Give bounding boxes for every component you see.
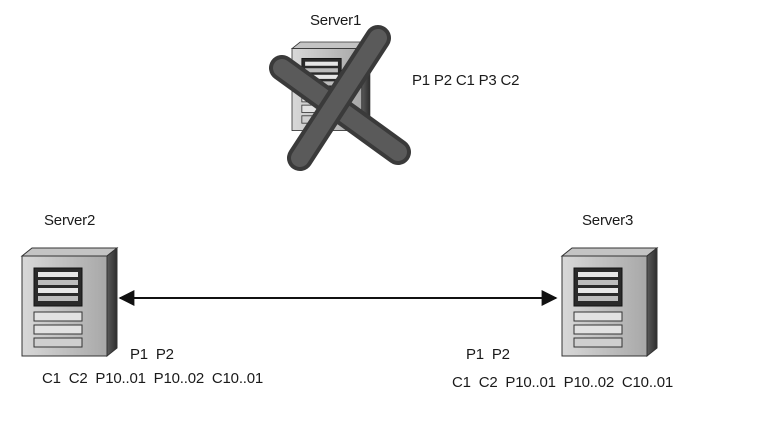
server1-items: P1 P2 C1 P3 C2 bbox=[412, 72, 520, 89]
server3-icon bbox=[561, 247, 658, 357]
server1-name: Server1 bbox=[310, 12, 362, 29]
cross-icon bbox=[269, 25, 411, 171]
server2-line2: C1 C2 P10..01 P10..02 C10..01 bbox=[42, 370, 264, 387]
server2-line1: P1 P2 bbox=[130, 346, 174, 363]
server2-icon bbox=[21, 247, 118, 357]
server3-line2: C1 C2 P10..01 P10..02 C10..01 bbox=[452, 374, 674, 391]
server3-line1: P1 P2 bbox=[466, 346, 510, 363]
server2-name: Server2 bbox=[44, 212, 96, 229]
server3-name: Server3 bbox=[582, 212, 634, 229]
